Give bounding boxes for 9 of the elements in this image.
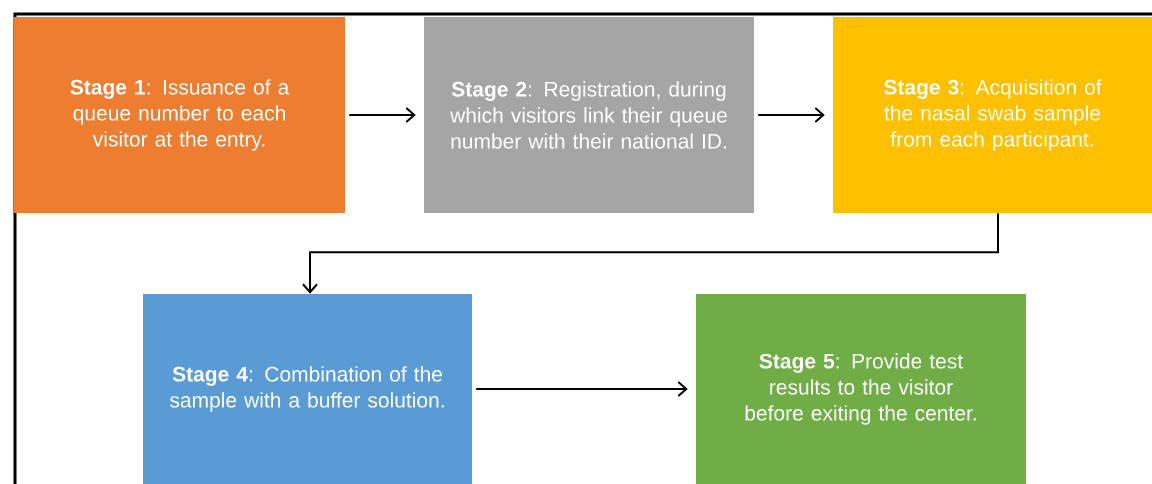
stage-box: Stage 2: Registration, during which visitors link their queue number with their national ID.	[424, 17, 754, 213]
arrow	[475, 381, 688, 397]
arrow	[302, 212, 999, 294]
stage-box: Stage 1: Issuance of a queue number to each visitor at the entry.	[14, 17, 345, 213]
arrow	[757, 107, 825, 123]
stage-box: Stage 4: Combination of the sample with a buffer solution.	[143, 294, 472, 484]
stage-box: Stage 5: Provide test results to the visitor before exiting the center.	[696, 294, 1026, 484]
stage-box: Stage 3: Acquisition of the nasal swab sample from each participant.	[833, 17, 1152, 213]
arrow	[348, 107, 416, 123]
